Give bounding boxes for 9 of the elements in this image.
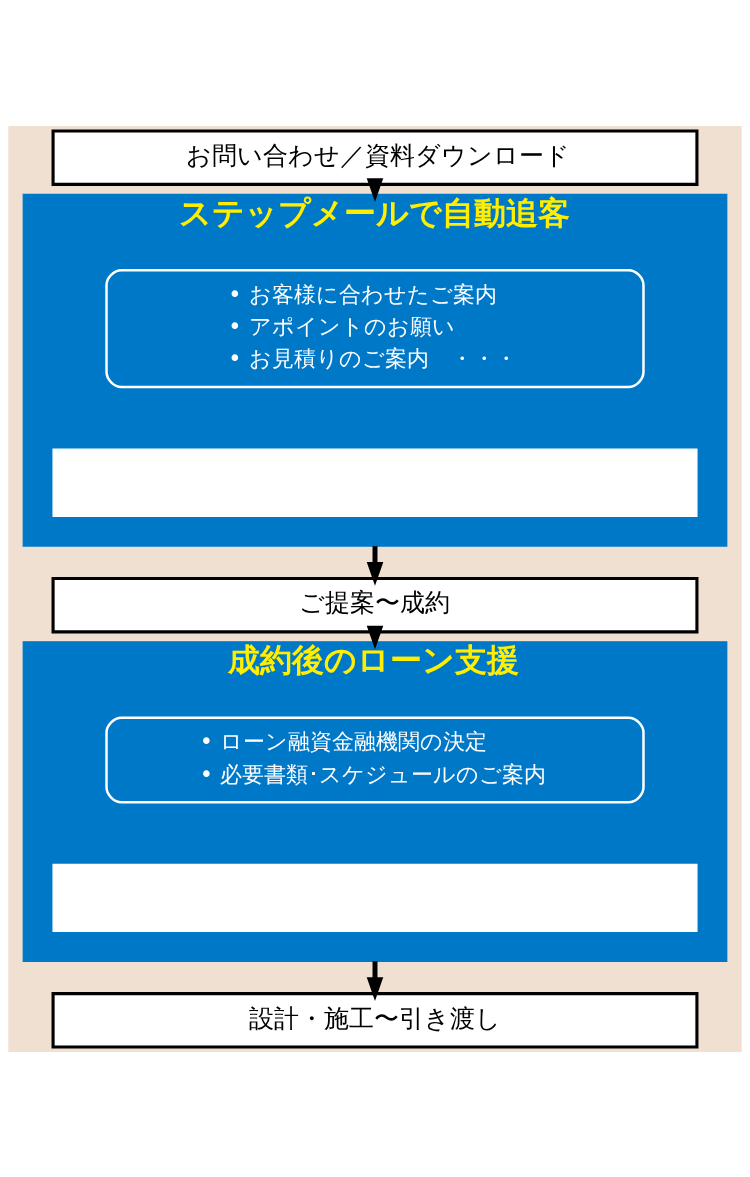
- arrow: [366, 625, 384, 649]
- arrow: [366, 177, 384, 202]
- node-box: 設計・施工〜引き渡し: [51, 991, 699, 1049]
- node-box: [52, 448, 698, 517]
- node-box: • ローン融資金融機関の決定 • 必要書類･スケジュールのご案内: [105, 715, 645, 803]
- arrow: [366, 960, 384, 1001]
- node-box: • お客様に合わせたご案内 • アポイントのお願い • お見積りのご案内 ・・・: [105, 268, 645, 388]
- arrow: [366, 545, 384, 586]
- node-box: [52, 863, 698, 932]
